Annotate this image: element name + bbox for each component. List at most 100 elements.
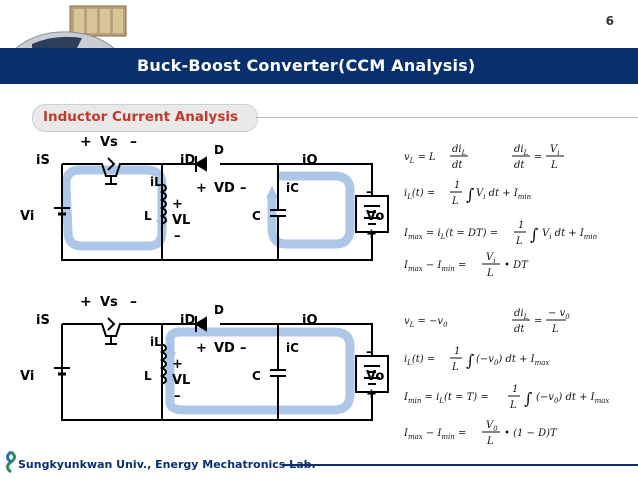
label-plus: + <box>172 197 183 212</box>
svg-text:∫: ∫ <box>524 389 532 408</box>
label-ic: iC <box>286 181 299 195</box>
label-minus: – <box>240 181 247 196</box>
label-c: C <box>252 369 261 383</box>
university-logo-icon <box>6 451 16 473</box>
circuit-switch-on: + Vs – iS iD D iO iL + VD – iC Vi L + VL… <box>20 134 389 261</box>
label-id: iD <box>180 313 195 328</box>
label-vo: Vo <box>366 369 384 384</box>
svg-text:(−v0) dt + Imax: (−v0) dt + Imax <box>476 354 549 367</box>
svg-text:L: L <box>551 324 559 335</box>
section-tab: Inductor Current Analysis <box>32 104 258 132</box>
label-plus: + <box>366 387 377 402</box>
footer-divider <box>282 464 638 466</box>
title-bar: Buck-Boost Converter(CCM Analysis) <box>0 48 638 84</box>
label-l: L <box>144 369 152 383</box>
label-il: iL <box>150 175 162 189</box>
svg-text:Vi: Vi <box>486 252 495 265</box>
equations-switch-off: vL = −v0 diL dt = − v0 L iL(t) = 1 L ∫ (… <box>404 308 609 447</box>
label-minus: – <box>130 294 137 310</box>
svg-text:dt: dt <box>452 160 463 171</box>
svg-text:diL: diL <box>514 144 529 157</box>
equations-switch-on: vL = L diL dt diL dt = Vi L iL(t) = 1 L … <box>404 144 598 276</box>
svg-text:1: 1 <box>454 180 460 191</box>
svg-text:iL(t) =: iL(t) = <box>404 188 435 201</box>
label-plus: + <box>366 227 377 242</box>
label-vd: VD <box>214 341 235 356</box>
label-vs: Vs <box>100 295 118 310</box>
footer-text: Sungkyunkwan Univ., Energy Mechatronics … <box>18 458 316 471</box>
svg-text:1: 1 <box>518 220 524 231</box>
label-plus: + <box>80 294 92 310</box>
label-minus: – <box>366 185 373 200</box>
svg-text:L: L <box>509 400 517 411</box>
svg-text:Imax = iL(t = DT) =: Imax = iL(t = DT) = <box>404 228 498 241</box>
label-plus: + <box>172 357 183 372</box>
section-title: Inductor Current Analysis <box>43 109 239 125</box>
svg-text:Vi: Vi <box>550 144 559 157</box>
svg-text:L: L <box>550 160 558 171</box>
flow-arrow-icon <box>61 165 167 251</box>
label-plus: + <box>80 134 92 150</box>
label-io: iO <box>302 313 318 328</box>
label-vo: Vo <box>366 209 384 224</box>
svg-text:∫: ∫ <box>530 225 538 244</box>
label-plus: + <box>196 181 207 196</box>
label-minus: – <box>174 229 181 244</box>
label-vi: Vi <box>20 209 34 224</box>
label-vd: VD <box>214 181 235 196</box>
label-minus: – <box>366 345 373 360</box>
svg-text:− v0: − v0 <box>548 308 570 321</box>
svg-text:=: = <box>534 316 542 327</box>
svg-text:dt: dt <box>514 160 525 171</box>
footer: Sungkyunkwan Univ., Energy Mechatronics … <box>0 449 638 479</box>
label-id: iD <box>180 153 195 168</box>
label-minus: – <box>174 389 181 404</box>
label-c: C <box>252 209 261 223</box>
section-divider <box>256 117 638 118</box>
svg-text:vL = L: vL = L <box>404 152 436 165</box>
label-ic: iC <box>286 341 299 355</box>
svg-text:V0: V0 <box>486 420 498 433</box>
svg-text:iL(t) =: iL(t) = <box>404 354 435 367</box>
label-l: L <box>144 209 152 223</box>
label-vs: Vs <box>100 135 118 150</box>
svg-text:Imax − Imin =: Imax − Imin = <box>404 260 466 273</box>
svg-text:1: 1 <box>512 384 518 395</box>
svg-text:(−v0) dt + Imax: (−v0) dt + Imax <box>536 392 609 405</box>
label-io: iO <box>302 153 318 168</box>
label-d: D <box>214 143 224 157</box>
label-vl: VL <box>172 373 190 388</box>
svg-text:L: L <box>515 236 523 247</box>
slide-title: Buck-Boost Converter(CCM Analysis) <box>137 56 476 75</box>
svg-text:L: L <box>451 362 459 373</box>
label-is: iS <box>36 153 50 168</box>
label-vi: Vi <box>20 369 34 384</box>
label-il: iL <box>150 335 162 349</box>
svg-text:vL = −v0: vL = −v0 <box>404 316 448 329</box>
flow-arrow-icon <box>165 327 355 415</box>
svg-text:dt: dt <box>514 324 525 335</box>
svg-text:diL: diL <box>452 144 467 157</box>
svg-text:Vi dt + Imin: Vi dt + Imin <box>542 228 598 241</box>
label-is: iS <box>36 313 50 328</box>
svg-text:Imin = iL(t = T) =: Imin = iL(t = T) = <box>404 392 489 405</box>
svg-text:• DT: • DT <box>504 260 529 271</box>
label-vl: VL <box>172 213 190 228</box>
svg-text:L: L <box>486 268 494 276</box>
label-minus: – <box>240 341 247 356</box>
svg-text:diL: diL <box>514 308 529 321</box>
svg-text:L: L <box>486 436 494 447</box>
circuit-switch-off: + Vs – iS iD D iO iL + VD – iC Vi L + VL… <box>20 294 389 421</box>
svg-text:Imax − Imin =: Imax − Imin = <box>404 428 466 441</box>
svg-text:∫: ∫ <box>466 185 474 204</box>
label-d: D <box>214 303 224 317</box>
svg-text:∫: ∫ <box>466 351 474 370</box>
label-minus: – <box>130 134 137 150</box>
svg-text:L: L <box>451 196 459 207</box>
svg-text:• (1 − D)T: • (1 − D)T <box>504 428 558 439</box>
svg-text:1: 1 <box>454 346 460 357</box>
flow-arrow-icon <box>267 171 355 249</box>
page-number: 6 <box>605 14 614 28</box>
svg-text:=: = <box>534 152 542 163</box>
svg-text:Vi dt + Imin: Vi dt + Imin <box>476 188 532 201</box>
